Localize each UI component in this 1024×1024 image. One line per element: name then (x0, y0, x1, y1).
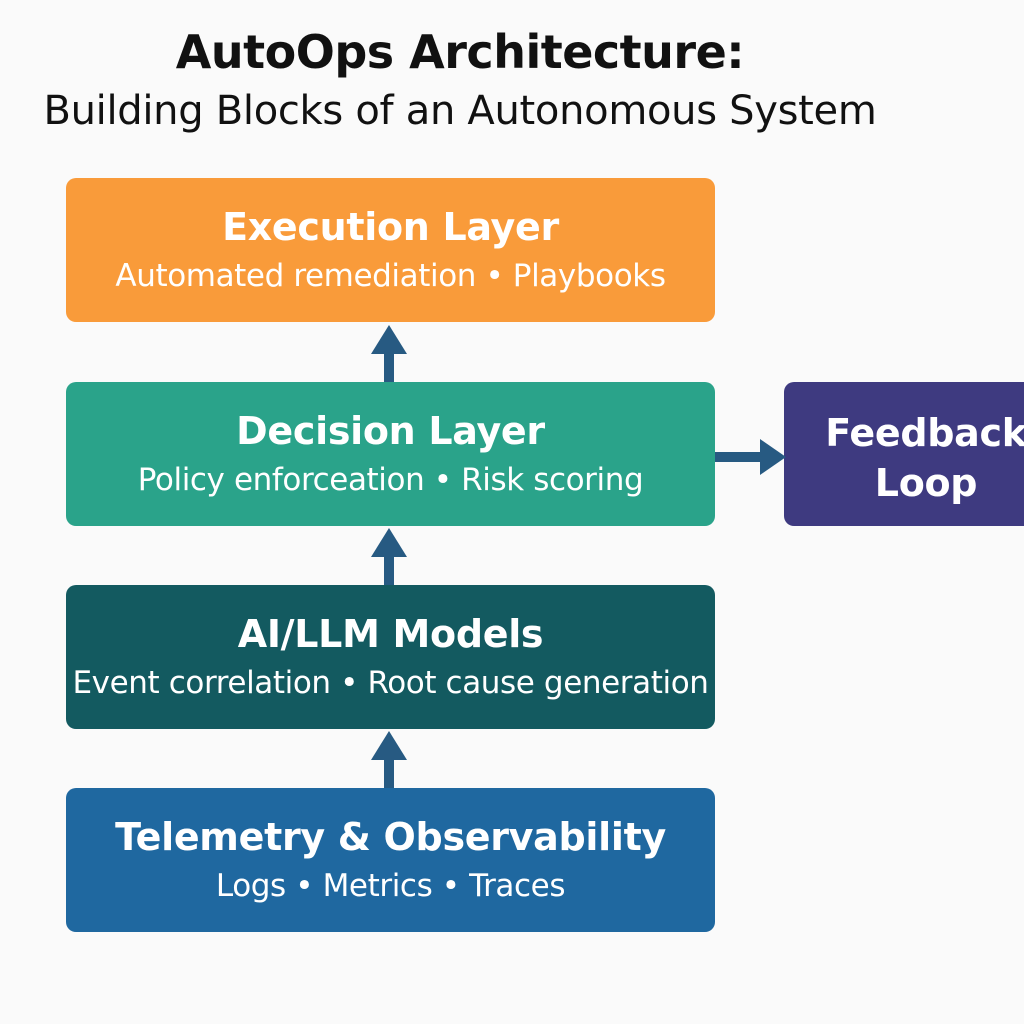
ai-llm-models-title: AI/LLM Models (237, 612, 544, 656)
telemetry-observability-description: Logs • Metrics • Traces (215, 868, 566, 904)
arrow-decision-to-feedback (715, 439, 786, 475)
telemetry-observability-title: Telemetry & Observability (115, 815, 666, 859)
ai-llm-models-description: Event correlation • Root cause generatio… (72, 665, 709, 701)
diagram-title: AutoOps Architecture: (175, 25, 745, 79)
telemetry-observability-box: Telemetry & Observability Logs • Metrics… (66, 788, 715, 932)
execution-layer-title: Execution Layer (222, 205, 559, 249)
decision-layer-title: Decision Layer (236, 409, 545, 453)
feedback-loop-line2: Loop (874, 461, 978, 505)
ai-llm-models-box: AI/LLM Models Event correlation • Root c… (66, 585, 715, 729)
execution-layer-box: Execution Layer Automated remediation • … (66, 178, 715, 322)
decision-layer-description: Policy enforceation • Risk scoring (137, 462, 644, 498)
arrow-models-to-decision (371, 528, 407, 585)
diagram-subtitle: Building Blocks of an Autonomous System (43, 88, 877, 134)
feedback-loop-label: Feedback Loop (784, 408, 1024, 508)
decision-layer-box: Decision Layer Policy enforceation • Ris… (66, 382, 715, 526)
diagram-title-block: AutoOps Architecture: Building Blocks of… (0, 22, 920, 140)
feedback-loop-box: Feedback Loop (784, 382, 1024, 526)
execution-layer-description: Automated remediation • Playbooks (115, 258, 666, 294)
arrow-decision-to-execution (371, 325, 407, 382)
arrow-telemetry-to-models (371, 731, 407, 788)
feedback-loop-line1: Feedback (825, 411, 1024, 455)
